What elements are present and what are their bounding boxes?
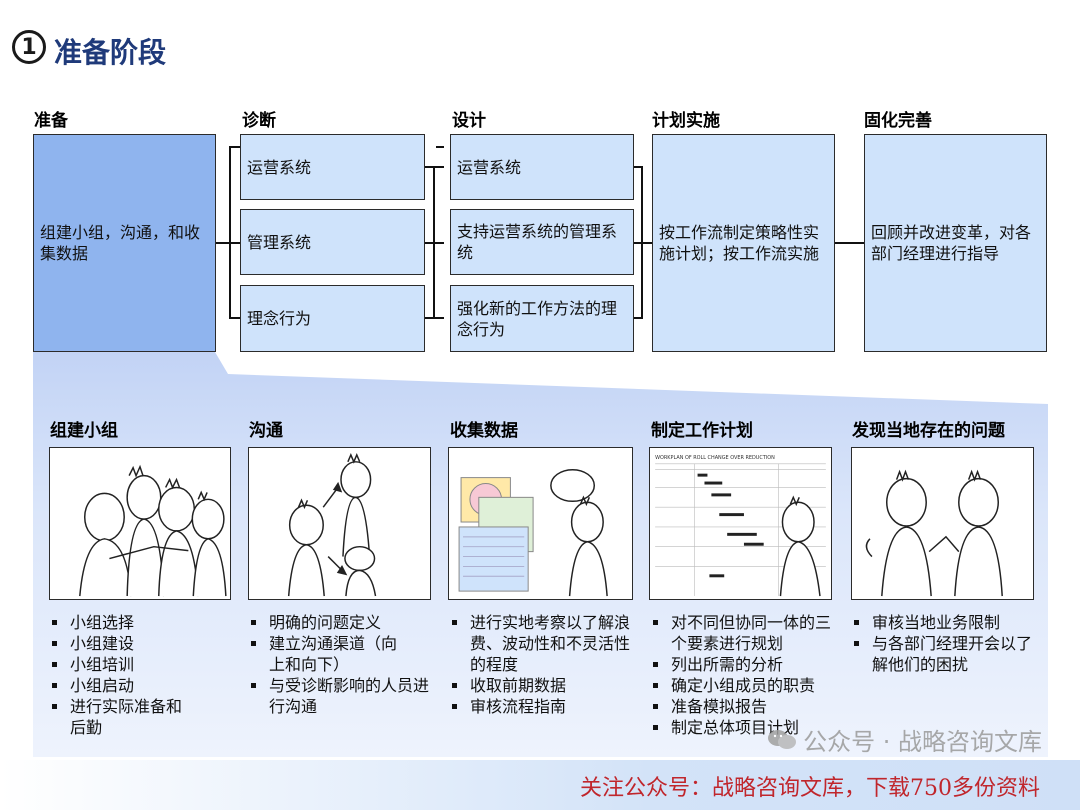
box-text: 理念行为 [247,309,312,328]
task-list-data: 进行实地考察以了解浪费、波动性和不灵活性的程度 收取前期数据 审核流程指南 [450,612,638,717]
phase-header-consolidate: 固化完善 [864,111,932,131]
box-consolidate: 回顾并改进变革，对各部门经理进行指导 [864,134,1047,352]
task-title-data: 收集数据 [450,421,518,441]
watermark: 公众号 · 战略咨询文库 [767,722,1042,757]
phase-header-diagnose: 诊断 [242,111,276,131]
box-plan: 按工作流制定策略性实施计划；按工作流实施 [652,134,835,352]
list-item: 小组选择 [50,612,230,633]
box-plan-text: 按工作流制定策略性实施计划；按工作流实施 [659,223,820,263]
phase-header-plan: 计划实施 [652,111,720,131]
watermark-text: 公众号 · 战略咨询文库 [803,728,1042,756]
list-item: 建立沟通渠道（向上和向下） [249,633,409,675]
list-item: 准备模拟报告 [651,696,841,717]
list-item: 确定小组成员的职责 [651,675,841,696]
box-diagnose-mindset: 理念行为 [240,285,425,352]
box-design-management: 支持运营系统的管理系统 [450,209,634,275]
list-item: 对不同但协同一体的三个要素进行规划 [651,612,841,654]
local-issues-illustration [851,447,1034,600]
list-item: 审核流程指南 [450,696,638,717]
list-item: 与受诊断影响的人员进行沟通 [249,675,431,717]
task-title-communicate: 沟通 [249,421,283,441]
list-item: 进行实地考察以了解浪费、波动性和不灵活性的程度 [450,612,638,675]
list-item: 进行实际准备和后勤 [50,696,185,738]
phase-header-prepare: 准备 [34,111,68,131]
step-number-badge: 1 [12,30,46,64]
list-item: 小组启动 [50,675,230,696]
box-text: 支持运营系统的管理系统 [457,222,618,262]
task-title-workplan: 制定工作计划 [651,421,753,441]
task-list-workplan: 对不同但协同一体的三个要素进行规划 列出所需的分析 确定小组成员的职责 准备模拟… [651,612,841,738]
phase-header-design: 设计 [452,111,486,131]
communication-illustration [248,447,431,600]
list-item: 明确的问题定义 [249,612,431,633]
list-item: 与各部门经理开会以了解他们的困扰 [852,633,1044,675]
box-text: 管理系统 [247,232,312,252]
box-design-operations: 运营系统 [450,134,634,200]
box-text: 强化新的工作方法的理念行为 [457,298,618,339]
list-item: 列出所需的分析 [651,654,841,675]
task-title-team: 组建小组 [50,421,118,441]
team-illustration [49,447,231,600]
wechat-icon [767,729,797,751]
data-collection-illustration [448,447,633,600]
task-list-communicate: 明确的问题定义 建立沟通渠道（向上和向下） 与受诊断影响的人员进行沟通 [249,612,431,717]
box-diagnose-operations: 运营系统 [240,134,425,200]
footer-band [0,760,1080,810]
box-prepare: 组建小组，沟通，和收集数据 [33,134,216,352]
box-text: 运营系统 [247,157,312,177]
worksheet-title: WORKPLAN OF ROLL CHANGE OVER REDUCTION [655,455,775,461]
task-list-issues: 审核当地业务限制 与各部门经理开会以了解他们的困扰 [852,612,1044,675]
box-diagnose-management: 管理系统 [240,209,425,275]
footer-promo-text: 关注公众号：战略咨询文库，下载750多份资料 [580,776,1040,801]
box-prepare-text: 组建小组，沟通，和收集数据 [40,223,201,263]
page-title: 准备阶段 [54,36,167,69]
box-design-mindset: 强化新的工作方法的理念行为 [450,285,634,352]
box-consolidate-text: 回顾并改进变革，对各部门经理进行指导 [871,223,1032,263]
list-item: 收取前期数据 [450,675,638,696]
task-list-team: 小组选择 小组建设 小组培训 小组启动 进行实际准备和后勤 [50,612,230,738]
list-item: 审核当地业务限制 [852,612,1044,633]
list-item: 小组培训 [50,654,230,675]
box-text: 运营系统 [457,157,522,177]
list-item: 制定总体项目计划 [651,717,841,738]
task-title-issues: 发现当地存在的问题 [852,421,1005,441]
workplan-illustration: WORKPLAN OF ROLL CHANGE OVER REDUCTION [649,447,832,600]
list-item: 小组建设 [50,633,230,654]
